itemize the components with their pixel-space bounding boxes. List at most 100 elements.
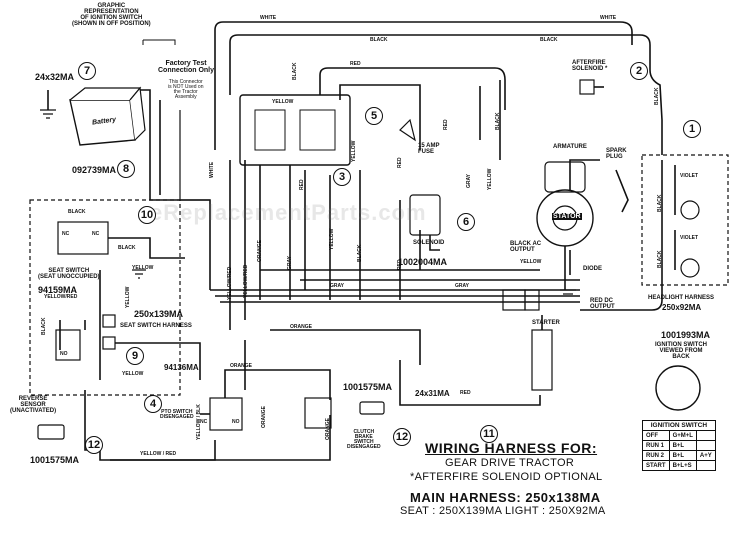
- reverse-sensor-label: REVERSE SENSOR (UNACTIVATED): [10, 396, 57, 414]
- wire-label-white-2: WHITE: [600, 15, 617, 21]
- wire-vert-red-3: RED: [397, 259, 403, 270]
- table-row: OFF G+M+L: [642, 430, 716, 441]
- table-cell: G+M+L: [668, 430, 697, 441]
- table-cell: B+L+S: [668, 460, 697, 471]
- stator-label: STATOR: [552, 213, 582, 220]
- table-row: RUN 2 B+L A+Y: [642, 450, 716, 461]
- wire-white-top: [214, 21, 633, 150]
- wire-vert-orange-clutch: ORANGE: [325, 418, 331, 440]
- wire-vert-black-2: BLACK: [357, 244, 363, 263]
- wire-vert-yellow-red-1: YELLOW/RED: [227, 266, 233, 300]
- wire-label-white: WHITE: [260, 15, 277, 21]
- table-cell: RUN 2: [642, 450, 670, 461]
- wire-label-gray-2: GRAY: [455, 283, 469, 289]
- table-row: RUN 1 B+L: [642, 440, 716, 451]
- wire-vert-orange-pto: ORANGE: [261, 406, 267, 428]
- wire-vert-yellow-red-2: YELLOW/RED: [243, 264, 249, 298]
- table-cell: B+L: [668, 440, 697, 451]
- starter-cable-part: 24x31MA: [415, 389, 450, 398]
- title-seat-light: SEAT : 250X139MA LIGHT : 250X92MA: [400, 505, 606, 517]
- pto-switch-label: PTO SWITCH DISENGAGED: [160, 409, 194, 420]
- afterfire-label: AFTERFIRE SOLENOID *: [572, 60, 608, 72]
- battery: [69, 86, 146, 146]
- solenoid-label: SOLENOID: [413, 240, 445, 246]
- wire-label-yellow-bottom: YELLOW: [122, 371, 144, 377]
- seat-harness-label: SEAT SWITCH HARNESS: [120, 323, 192, 329]
- solenoid-part: 1002004MA: [398, 257, 448, 267]
- callout-2: 2: [630, 62, 648, 80]
- seat-switch-label: SEAT SWITCH (SEAT UNOCCUPIED): [38, 268, 100, 280]
- ignition-viewed-label: IGNITION SWITCH VIEWED FROM BACK: [655, 342, 707, 360]
- factory-note: This Connector is NOT Used on the Tracto…: [168, 79, 204, 100]
- table-cell: B+L: [668, 450, 697, 461]
- table-cell: [695, 440, 716, 451]
- pto-part: 94136MA: [164, 363, 199, 372]
- wire-vert-black-3: BLACK: [495, 112, 501, 131]
- battery-part-label: 092739MA: [72, 165, 117, 175]
- wire-label-yellow-ign: YELLOW: [272, 99, 294, 105]
- wire-vert-yellow-black: YELLOW / BLK: [196, 404, 202, 440]
- spark-plug-label: SPARK PLUG: [606, 148, 627, 160]
- table-row: START B+L+S: [642, 460, 716, 471]
- wire-vert-black-4: BLACK: [654, 87, 660, 106]
- title-sub1: GEAR DRIVE TRACTOR: [445, 457, 575, 469]
- wire-vert-black-6: BLACK: [657, 250, 663, 269]
- wire-label-orange-1: ORANGE: [230, 363, 252, 369]
- callout-12-reverse: 12: [85, 436, 103, 454]
- title-heading: WIRING HARNESS FOR:: [425, 440, 598, 456]
- callout-9: 9: [126, 347, 144, 365]
- wire-vert-gray-2: GRAY: [466, 174, 472, 188]
- headlight-harness-label: HEADLIGHT HARNESS: [648, 295, 715, 301]
- callout-4: 4: [144, 395, 162, 413]
- factory-test-label: Factory Test Connection Only: [158, 60, 214, 74]
- table-cell: [695, 430, 716, 441]
- callout-1: 1: [683, 120, 701, 138]
- wire-vert-black: BLACK: [292, 62, 298, 81]
- watermark: eReplacementParts.com: [150, 200, 427, 225]
- starter-label: STARTER: [532, 320, 560, 326]
- wire-label-red-starter: RED: [460, 390, 471, 396]
- title-sub2: *AFTERFIRE SOLENOID OPTIONAL: [410, 471, 603, 483]
- wire-label-yellow-red-seat: YELLOW/RED: [44, 294, 78, 300]
- table-cell: START: [642, 460, 670, 471]
- wire-label-red-top: RED: [350, 61, 361, 67]
- wire-black-top: [229, 34, 663, 121]
- headlight-part: 250x92MA: [662, 303, 702, 312]
- wire-vert-gray: GRAY: [287, 256, 293, 270]
- wire-vert-yellow-seat: YELLOW: [125, 286, 131, 308]
- wire-label-black-top-2: BLACK: [540, 37, 558, 43]
- table-cell: [695, 460, 716, 471]
- pto-no: NO: [232, 419, 240, 425]
- wire-vert-red-2: RED: [397, 157, 403, 168]
- wire-label-yellow-seat: YELLOW: [132, 265, 154, 271]
- seat-harness-part: 250x139MA: [134, 309, 184, 319]
- clutch-switch-label: CLUTCH BRAKE SWITCH DISENGAGED: [347, 429, 381, 450]
- armature-label: ARMATURE: [553, 144, 587, 150]
- reverse-part: 1001575MA: [30, 455, 80, 465]
- title-main-harness: MAIN HARNESS: 250x138MA: [410, 490, 601, 505]
- wire-label-black-top: BLACK: [370, 37, 388, 43]
- wire-vert-black-5: BLACK: [657, 194, 663, 213]
- callout-10: 10: [138, 206, 156, 224]
- clutch-part: 1001575MA: [343, 382, 393, 392]
- wire-vert-yellow-ign: YELLOW: [351, 140, 357, 162]
- callout-12-clutch: 12: [393, 428, 411, 446]
- wire-vert-red-4: RED: [443, 119, 449, 130]
- wire-vert-black-seat: BLACK: [41, 317, 47, 336]
- wire-label-gray-1: GRAY: [330, 283, 344, 289]
- seat-nc-right: NC: [92, 231, 100, 237]
- wire-label-orange-2: ORANGE: [290, 324, 312, 330]
- seat-no: NO: [60, 351, 68, 357]
- table-cell: RUN 1: [642, 440, 670, 451]
- black-ac-label: BLACK AC OUTPUT: [510, 241, 542, 253]
- callout-8: 8: [117, 160, 135, 178]
- callout-5: 5: [365, 107, 383, 125]
- callout-3: 3: [333, 168, 351, 186]
- pto-nc: NC: [200, 419, 208, 425]
- wire-vert-yellow-2: YELLOW: [487, 168, 493, 190]
- wire-vert-red: RED: [299, 179, 305, 190]
- callout-11: 11: [480, 425, 498, 443]
- wire-vert-orange: ORANGE: [257, 240, 263, 262]
